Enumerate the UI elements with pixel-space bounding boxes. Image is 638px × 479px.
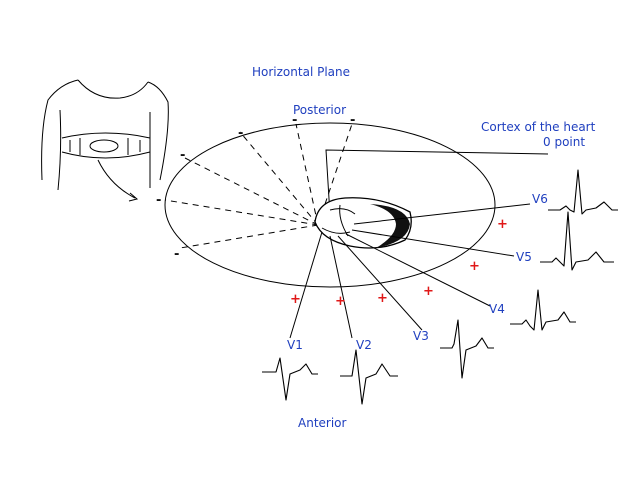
- torso-illustration: [41, 79, 169, 202]
- lead-label-v5: V5: [516, 250, 532, 264]
- ecg-trace-v1: [262, 357, 318, 401]
- anterior-label: Anterior: [298, 416, 347, 430]
- lead-label-v2: V2: [356, 338, 372, 352]
- positive-sign: +: [469, 259, 480, 274]
- ecg-trace-v3: [440, 319, 494, 379]
- ecg-trace-v5: [540, 211, 614, 271]
- cortex-label-line2: 0 point: [543, 135, 585, 149]
- positive-sign: +: [377, 291, 388, 306]
- negative-sign: -: [180, 148, 185, 163]
- lead-label-v3: V3: [413, 329, 429, 343]
- positive-sign: +: [423, 284, 434, 299]
- slide-area: [18, 58, 620, 440]
- negative-sign: -: [292, 113, 297, 128]
- negative-sign: -: [238, 126, 243, 141]
- negative-sign: -: [350, 113, 355, 128]
- ecg-trace-v6: [548, 169, 618, 215]
- zero-point-leader: [325, 149, 549, 216]
- lead-label-v1: V1: [287, 338, 303, 352]
- negative-axis-lines: [164, 123, 353, 249]
- lead-label-v4: V4: [489, 302, 505, 316]
- cortex-label-line1: Cortex of the heart: [481, 120, 596, 134]
- ecg-trace-v2: [340, 349, 398, 405]
- ecg-trace-v4: [510, 289, 576, 331]
- negative-sign: -: [174, 247, 179, 262]
- lead-label-v6: V6: [532, 192, 548, 206]
- positive-sign: +: [497, 217, 508, 232]
- positive-sign: +: [290, 292, 301, 307]
- diagram-title: Horizontal Plane: [252, 65, 350, 79]
- posterior-label: Posterior: [293, 103, 346, 117]
- positive-sign: +: [335, 294, 346, 309]
- horizontal-plane-ellipse: [164, 122, 496, 288]
- lead-axis-lines: [289, 203, 531, 339]
- negative-sign: -: [156, 193, 161, 208]
